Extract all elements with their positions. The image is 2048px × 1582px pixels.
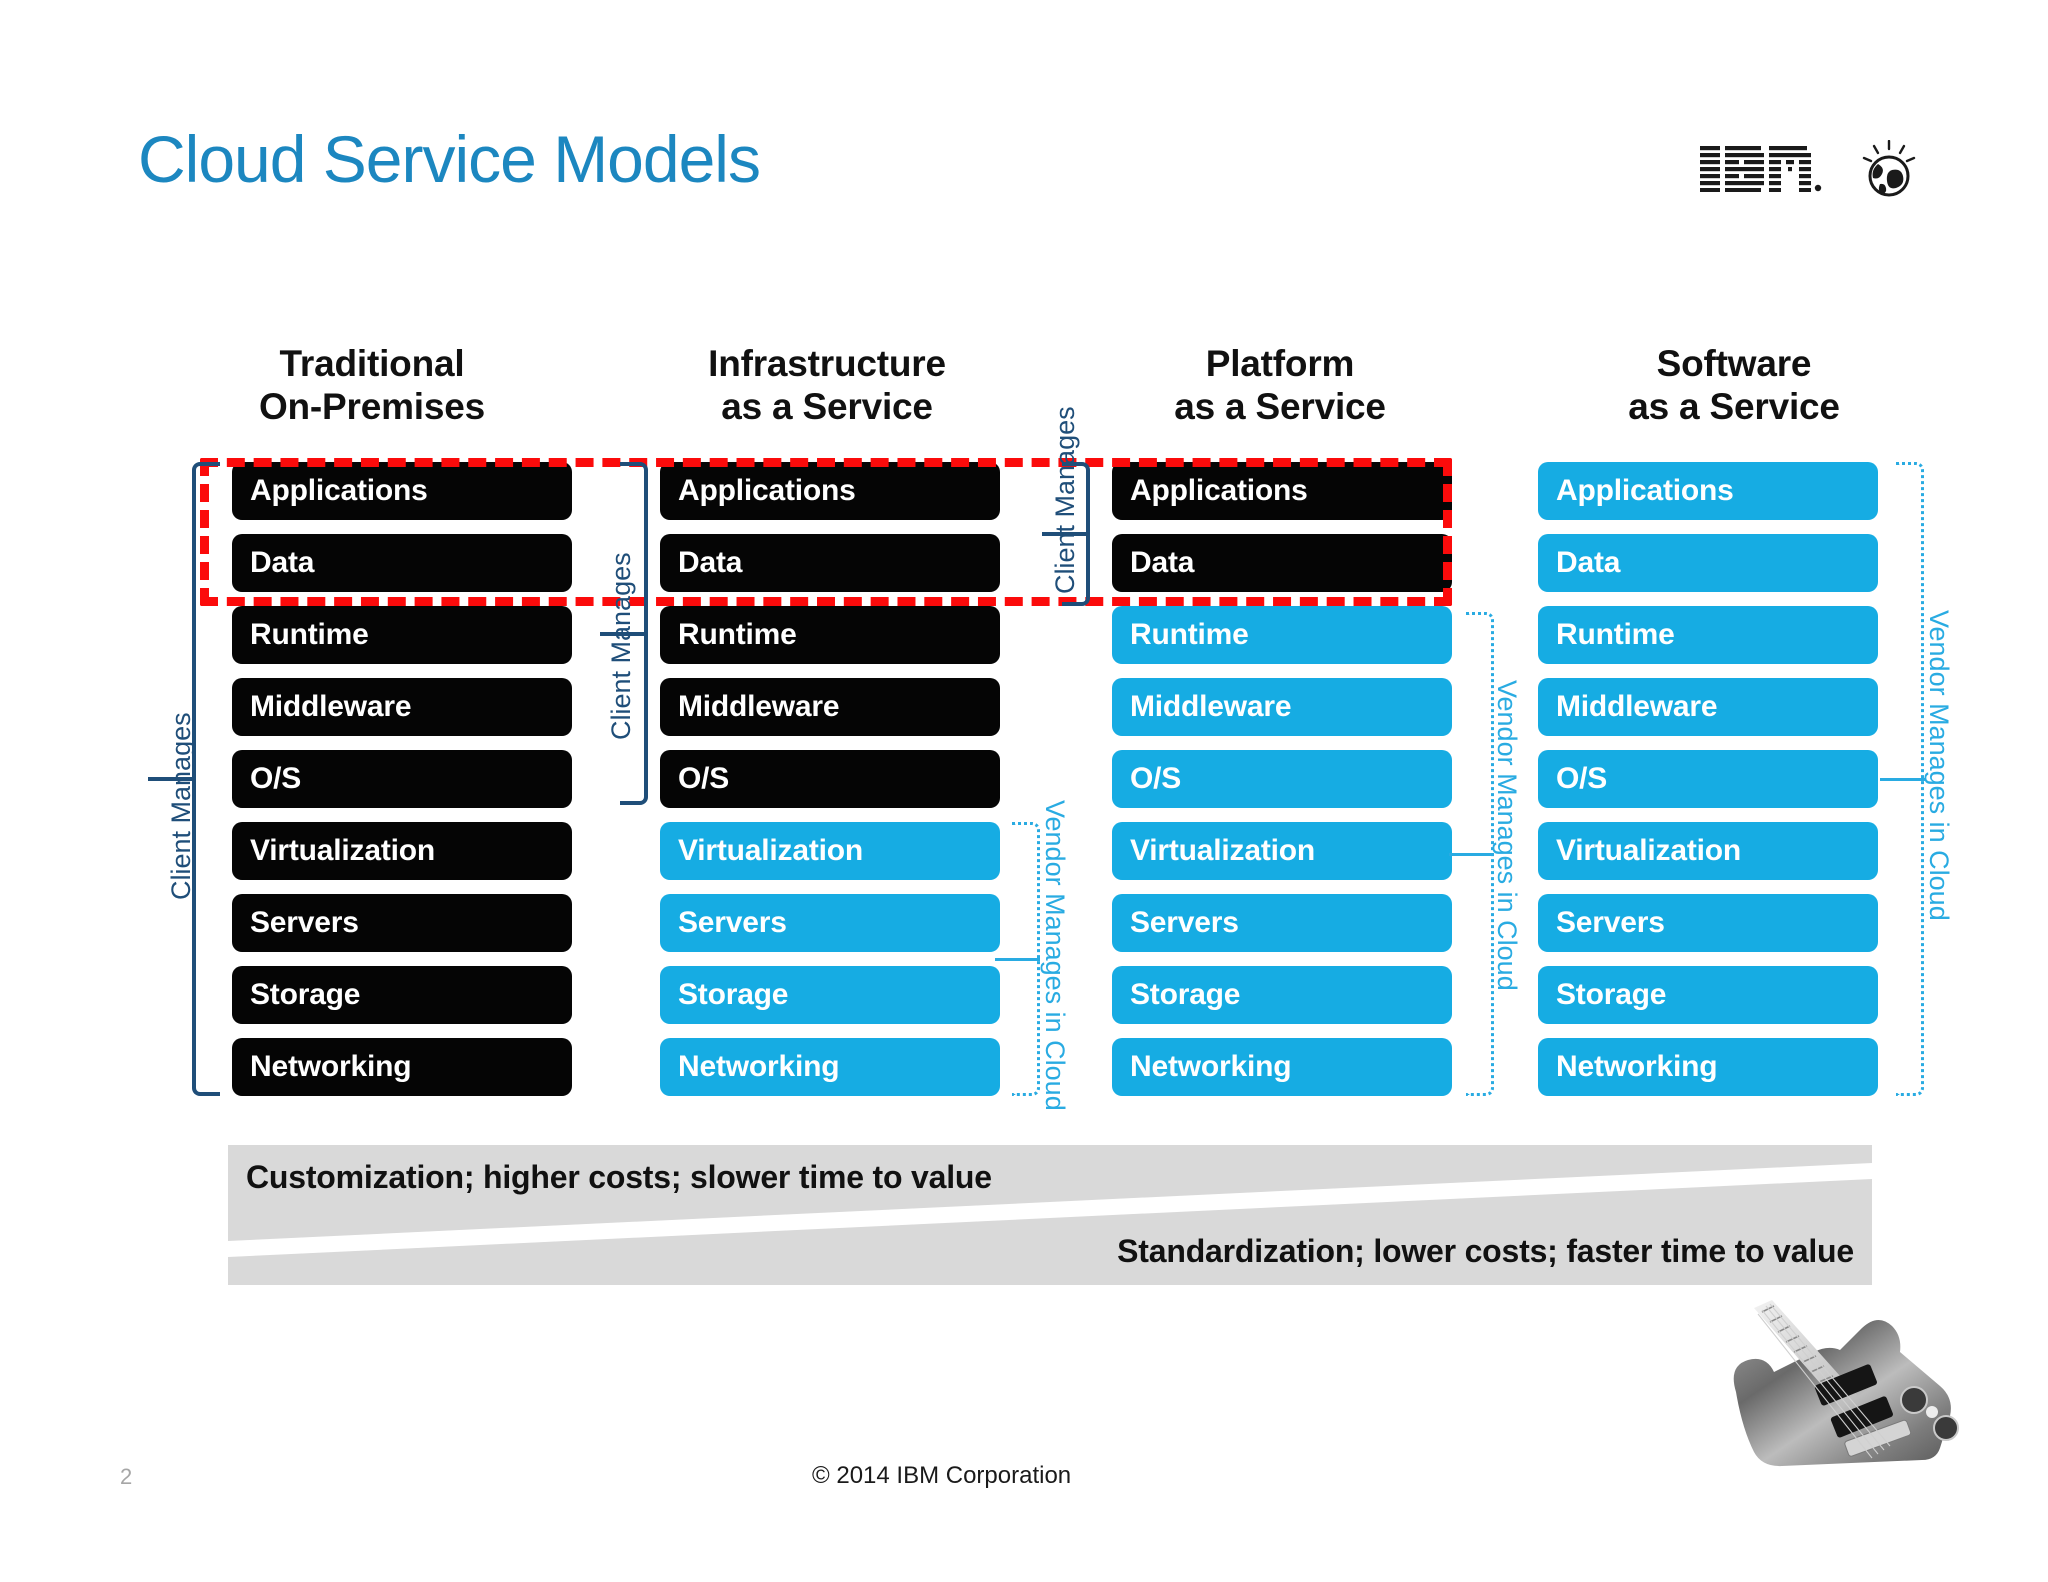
layer-paas-virtualization[interactable]: Virtualization xyxy=(1112,822,1452,880)
wedge-text-standardization: Standardization; lower costs; faster tim… xyxy=(1117,1233,1854,1269)
column-header-line1: Platform xyxy=(1205,343,1355,384)
layer-saas-middleware[interactable]: Middleware xyxy=(1538,678,1878,736)
layer-saas-o-s[interactable]: O/S xyxy=(1538,750,1878,808)
column-header-line2: as a Service xyxy=(1628,386,1840,428)
bracket-label-vendor-manages-saas: Vendor Manages in Cloud xyxy=(1924,610,1954,921)
layer-paas-servers[interactable]: Servers xyxy=(1112,894,1452,952)
bracket-tick-paas xyxy=(1042,532,1090,536)
bracket-label-client-manages-iaas: Client Manages xyxy=(606,552,636,740)
layer-traditional-applications[interactable]: Applications xyxy=(232,462,572,520)
column-header-paas: Platform as a Service xyxy=(1108,342,1452,429)
layer-paas-networking[interactable]: Networking xyxy=(1112,1038,1452,1096)
layer-traditional-networking[interactable]: Networking xyxy=(232,1038,572,1096)
layer-iaas-virtualization[interactable]: Virtualization xyxy=(660,822,1000,880)
copyright-notice: © 2014 IBM Corporation xyxy=(812,1462,1072,1489)
bracket-label-client-manages-traditional: Client Manages xyxy=(166,712,196,900)
wedge-text-customization: Customization; higher costs; slower time… xyxy=(246,1159,992,1195)
layer-iaas-runtime[interactable]: Runtime xyxy=(660,606,1000,664)
layer-traditional-middleware[interactable]: Middleware xyxy=(232,678,572,736)
layer-paas-middleware[interactable]: Middleware xyxy=(1112,678,1452,736)
bracket-label-vendor-manages-iaas: Vendor Manages in Cloud xyxy=(1040,800,1070,1111)
layer-saas-runtime[interactable]: Runtime xyxy=(1538,606,1878,664)
layer-saas-virtualization[interactable]: Virtualization xyxy=(1538,822,1878,880)
bracket-label-client-manages-paas: Client Manages xyxy=(1050,406,1080,594)
layer-saas-servers[interactable]: Servers xyxy=(1538,894,1878,952)
electric-guitar-image xyxy=(1733,1300,1959,1467)
bracket-tick-traditional xyxy=(148,777,196,781)
layer-paas-applications[interactable]: Applications xyxy=(1112,462,1452,520)
bracket-tick-vendor-paas xyxy=(1449,853,1494,856)
column-header-line2: as a Service xyxy=(721,386,933,428)
layer-iaas-data[interactable]: Data xyxy=(660,534,1000,592)
layer-saas-applications[interactable]: Applications xyxy=(1538,462,1878,520)
column-header-line2: On-Premises xyxy=(258,386,486,428)
column-header-line1: Software xyxy=(1656,343,1812,384)
ibm-wordmark-icon xyxy=(1700,146,1822,192)
layer-saas-networking[interactable]: Networking xyxy=(1538,1038,1878,1096)
layer-traditional-virtualization[interactable]: Virtualization xyxy=(232,822,572,880)
layer-paas-runtime[interactable]: Runtime xyxy=(1112,606,1452,664)
layer-traditional-storage[interactable]: Storage xyxy=(232,966,572,1024)
bracket-client-manages-traditional xyxy=(192,462,220,1096)
layer-paas-data[interactable]: Data xyxy=(1112,534,1452,592)
layer-traditional-servers[interactable]: Servers xyxy=(232,894,572,952)
column-header-saas: Software as a Service xyxy=(1562,342,1906,429)
layer-traditional-o-s[interactable]: O/S xyxy=(232,750,572,808)
layer-saas-data[interactable]: Data xyxy=(1538,534,1878,592)
bracket-tick-vendor-saas xyxy=(1880,778,1925,781)
layer-iaas-servers[interactable]: Servers xyxy=(660,894,1000,952)
wedge-shapes-icon xyxy=(228,1145,1872,1285)
ibm-logo xyxy=(1700,140,1930,200)
column-header-line2: as a Service xyxy=(1174,386,1386,428)
layer-paas-storage[interactable]: Storage xyxy=(1112,966,1452,1024)
layer-iaas-o-s[interactable]: O/S xyxy=(660,750,1000,808)
layer-traditional-data[interactable]: Data xyxy=(232,534,572,592)
column-header-iaas: Infrastructure as a Service xyxy=(655,342,999,429)
smarter-planet-globe-icon xyxy=(1862,140,1916,197)
layer-paas-o-s[interactable]: O/S xyxy=(1112,750,1452,808)
value-tradeoff-wedges: Customization; higher costs; slower time… xyxy=(228,1145,1872,1285)
layer-iaas-networking[interactable]: Networking xyxy=(660,1038,1000,1096)
page-title: Cloud Service Models xyxy=(138,122,761,196)
bracket-tick-vendor-iaas xyxy=(995,958,1040,961)
layer-iaas-applications[interactable]: Applications xyxy=(660,462,1000,520)
bracket-label-vendor-manages-paas: Vendor Manages in Cloud xyxy=(1492,680,1522,991)
layer-iaas-storage[interactable]: Storage xyxy=(660,966,1000,1024)
layer-iaas-middleware[interactable]: Middleware xyxy=(660,678,1000,736)
layer-saas-storage[interactable]: Storage xyxy=(1538,966,1878,1024)
bracket-tick-iaas xyxy=(600,632,648,636)
column-header-traditional: Traditional On-Premises xyxy=(200,342,544,429)
column-header-line1: Traditional xyxy=(279,343,465,384)
column-header-line1: Infrastructure xyxy=(708,343,946,384)
page-number: 2 xyxy=(120,1464,133,1489)
layer-traditional-runtime[interactable]: Runtime xyxy=(232,606,572,664)
